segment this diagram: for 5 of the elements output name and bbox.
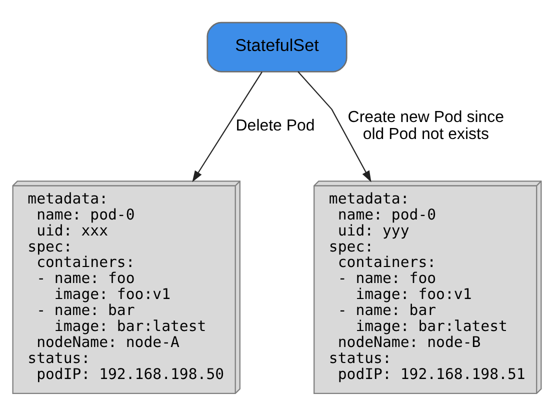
edge-label: Delete Pod	[236, 118, 315, 135]
arrow	[192, 72, 262, 182]
node-box: StatefulSet	[206, 22, 348, 72]
edge-label: Create new Pod since old Pod not exists	[348, 109, 504, 144]
arrow	[298, 71, 372, 182]
